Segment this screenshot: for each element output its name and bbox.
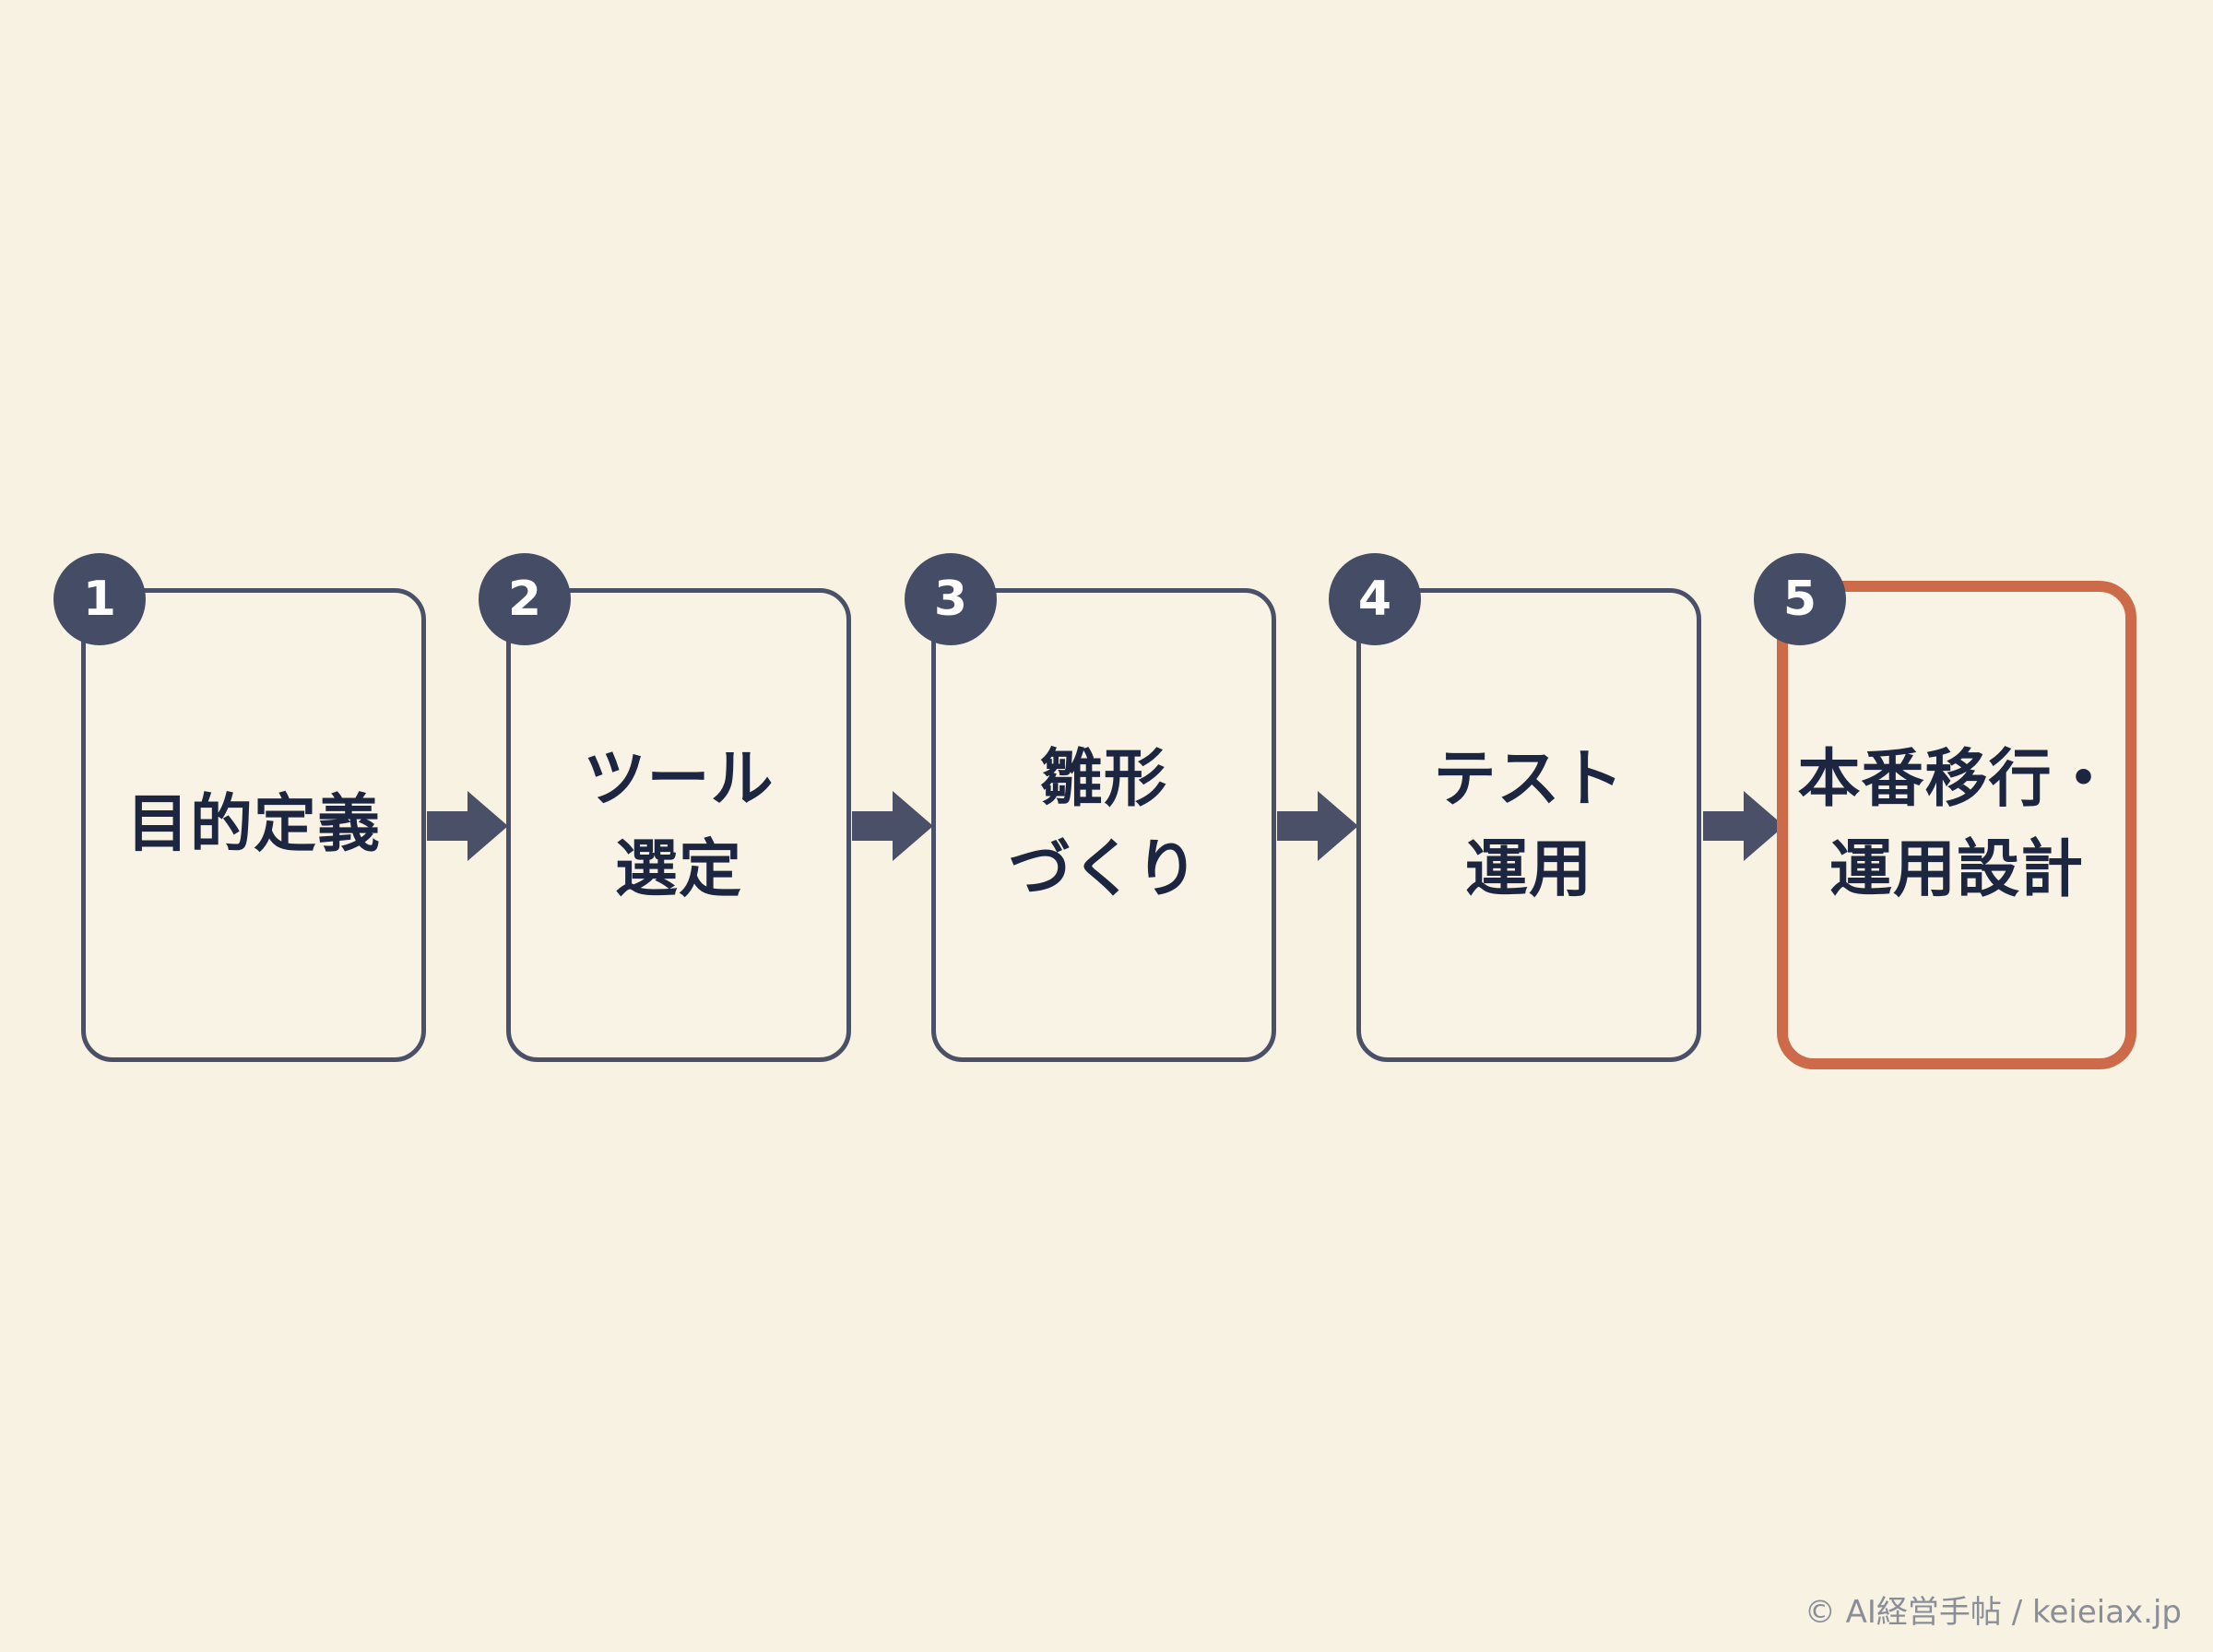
step-number-badge-1: 1 — [53, 553, 146, 645]
copyright-footer: © AI経営手帖 / keieiax.jp — [1804, 1594, 2182, 1631]
step-number-badge-2: 2 — [479, 553, 571, 645]
step-number-badge-3: 3 — [905, 553, 997, 645]
step-box-5-highlighted: 本番移行・ 運用設計 — [1777, 581, 2136, 1069]
step-label-2: ツール 選定 — [583, 743, 775, 906]
flow-arrow-1-icon — [427, 791, 508, 861]
step-label-5: 本番移行・ 運用設計 — [1797, 743, 2116, 906]
step-box-4: テスト 運用 — [1356, 588, 1701, 1062]
flow-arrow-2-icon — [852, 791, 933, 861]
step-label-4: テスト 運用 — [1433, 743, 1625, 906]
step-box-2: ツール 選定 — [506, 588, 851, 1062]
step-label-1: 目的定義 — [125, 788, 381, 861]
flow-arrow-4-icon — [1703, 791, 1784, 861]
step-box-1: 目的定義 — [81, 588, 426, 1062]
step-box-3: 雛形 づくり — [931, 588, 1276, 1062]
step-number-badge-5: 5 — [1754, 553, 1846, 645]
step-label-3: 雛形 づくり — [1008, 743, 1200, 906]
step-number-badge-4: 4 — [1329, 553, 1421, 645]
flow-arrow-3-icon — [1277, 791, 1358, 861]
